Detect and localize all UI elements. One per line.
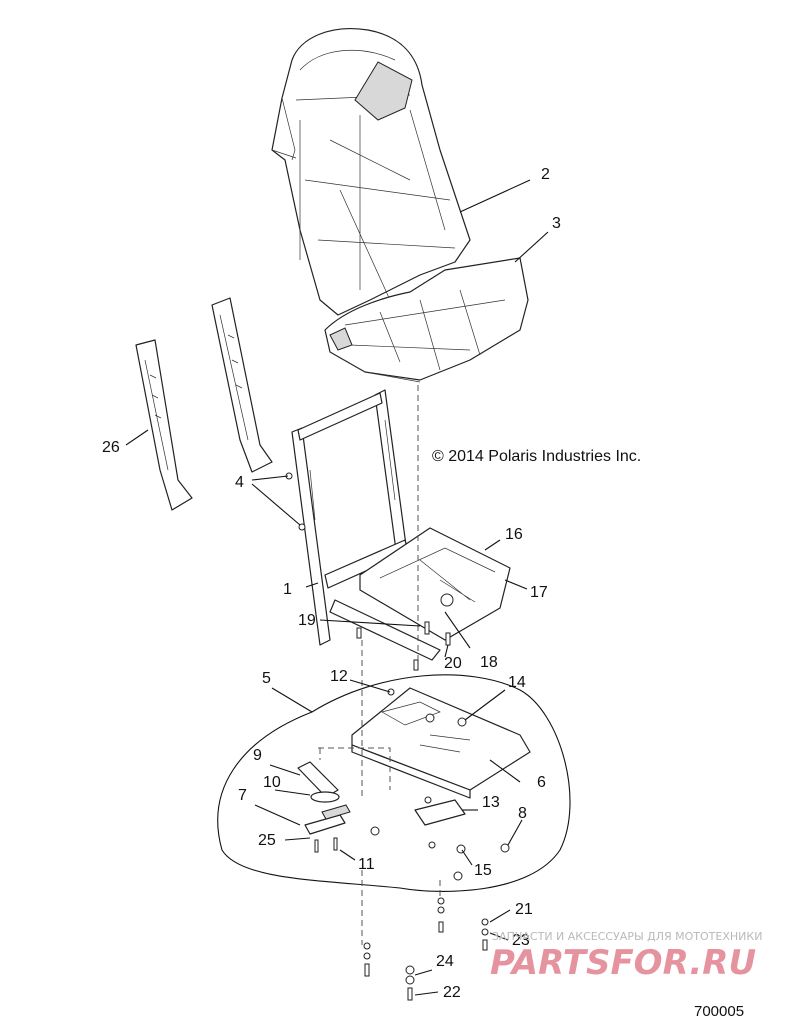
callout-5: 5 (262, 670, 271, 687)
copyright-notice: © 2014 Polaris Industries Inc. (432, 448, 641, 465)
watermark-tagline: ЗАПЧАСТИ И АКСЕССУАРЫ ДЛЯ МОТОТЕХНИКИ (492, 930, 762, 943)
callout-26: 26 (102, 439, 120, 456)
callout-10: 10 (263, 774, 281, 791)
callout-2: 2 (541, 166, 550, 183)
callout-19: 19 (298, 612, 316, 629)
watermark: ЗАПЧАСТИ И АКСЕССУАРЫ ДЛЯ МОТОТЕХНИКИ PA… (490, 930, 762, 983)
callout-3: 3 (552, 215, 561, 232)
leader-lines (125, 179, 549, 996)
callout-25: 25 (258, 832, 276, 849)
seat-backrest (271, 28, 471, 316)
callout-6: 6 (537, 774, 546, 791)
callout-13: 13 (482, 794, 500, 811)
callout-21: 21 (515, 901, 533, 918)
bottom-hardware-stacks (363, 897, 489, 1001)
callout-4: 4 (235, 474, 244, 491)
callout-18: 18 (480, 654, 498, 671)
callout-14: 14 (508, 674, 526, 691)
subassembly-hardware (314, 688, 510, 881)
callout-23: 23 (512, 932, 530, 949)
subassembly-outline (217, 674, 571, 892)
callout-15: 15 (474, 862, 492, 879)
callout-12: 12 (330, 668, 348, 685)
latch-parts (297, 761, 351, 835)
callout-17: 17 (530, 584, 548, 601)
callout-9: 9 (253, 747, 262, 764)
bracket (414, 799, 466, 826)
seat-frame (291, 389, 441, 661)
callout-7: 7 (238, 787, 247, 804)
assembly-guide-lines (318, 385, 441, 945)
callout-11: 11 (358, 856, 375, 873)
callout-22: 22 (443, 984, 461, 1001)
callout-labels: 1 2 3 4 5 6 7 8 9 10 11 12 13 14 15 16 1… (102, 166, 561, 1001)
seat-track-assembly (351, 687, 531, 799)
seat-cushion (324, 257, 529, 383)
watermark-brand: PARTSFOR.RU (490, 943, 756, 983)
callout-20: 20 (444, 655, 462, 672)
frame-hardware (285, 472, 451, 671)
figure-number: 700005 (694, 1003, 744, 1020)
slide-plate (359, 527, 511, 641)
side-rail-right (211, 297, 273, 473)
callout-1: 1 (283, 581, 292, 598)
side-rail-left (135, 339, 193, 511)
callout-24: 24 (436, 953, 454, 970)
callout-16: 16 (505, 526, 523, 543)
callout-8: 8 (518, 805, 527, 822)
